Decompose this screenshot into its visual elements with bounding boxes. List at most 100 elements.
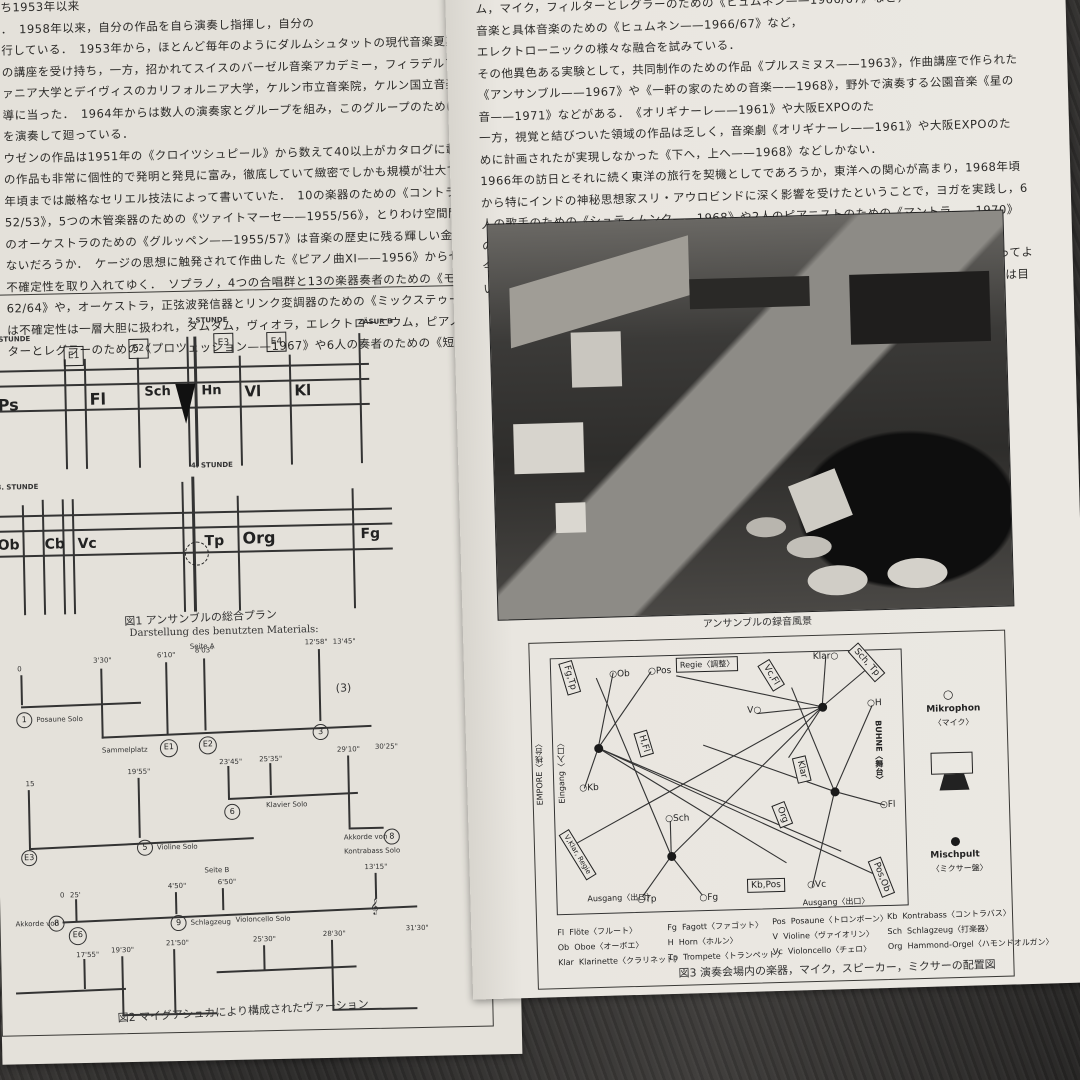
time-label: 6'50" <box>217 877 237 887</box>
speaker-icon <box>930 751 974 775</box>
time-label: 13'15" <box>364 862 388 872</box>
speaker-cone-icon <box>939 773 970 791</box>
time-label: 12'58" <box>304 637 328 647</box>
instrument-label: Sch <box>144 384 171 400</box>
mic-vc: ○Vc <box>806 879 827 891</box>
instrument-label: Org <box>242 527 276 548</box>
time-label: 29'10" <box>336 745 361 754</box>
section-label: STUNDE <box>0 335 31 344</box>
event-marker: 6 <box>224 803 241 821</box>
time-label: 30'25" <box>374 742 398 751</box>
event-marker: E2 <box>198 736 218 755</box>
section-label: 2.STUNDE <box>187 315 228 325</box>
time-label: 13'45" <box>332 637 356 646</box>
mic-h: ○H <box>866 698 882 709</box>
left-page: ち1953年以来 ． 1958年以来，自分の作品を自ら演奏し指揮し，自分の 行し… <box>0 0 523 1065</box>
material-note: Sammelplatz <box>101 745 148 755</box>
mic-sch: ○Sch <box>665 813 690 825</box>
mic-pos: ○Pos <box>647 665 672 677</box>
time-label: 17'55" <box>76 950 100 960</box>
mic-key-label-jp: 〈マイク〉 <box>933 717 974 728</box>
material-note: Klavier Solo <box>266 800 308 810</box>
instrument-label: Fg <box>360 525 381 543</box>
material-note: Kontrabass Solo <box>344 846 401 856</box>
mic-fl: ○Fl <box>879 799 896 811</box>
figure-1-score: STUNDE 2.STUNDE ZÄSUR B Ps Fl Sch Hn Vl … <box>0 306 464 616</box>
time-label: 25'35" <box>259 754 283 764</box>
exit-label: Ausgang〈出口〉 <box>587 892 655 904</box>
section-label: ZÄSUR B <box>357 317 393 327</box>
instrument-label: Fl <box>89 389 107 409</box>
event-marker: 5 <box>136 839 154 856</box>
mic-v: V○ <box>747 705 762 716</box>
ensemble-recording-photo <box>486 209 1015 621</box>
material-note: Violine Solo <box>156 842 198 852</box>
speaker-label: Regie〈調整〉 <box>675 656 739 673</box>
event-marker: E1 <box>63 345 84 367</box>
right-page: ム，マイク，フィルターとレグラーのための《ヒュムネン——1966/67》など， … <box>445 0 1080 1000</box>
stage-label: BUHNE〈舞台〉 <box>873 720 885 784</box>
instrument-label: Kl <box>294 381 312 400</box>
time-label: 0 <box>17 665 22 674</box>
section-label: 4. STUNDE <box>190 460 234 470</box>
speaker-label: Kb,Pos <box>746 877 786 893</box>
material-note: Schlagzeug <box>190 917 231 927</box>
event-marker: E1 <box>159 739 179 758</box>
time-label: 4'50" <box>167 881 187 891</box>
figure-2-timeline: Darstellung des benutzten Materials: Sei… <box>0 621 472 1021</box>
mic-ob: ○Ob <box>609 669 630 680</box>
side-label: Seite B <box>204 865 230 875</box>
instrument-label: Vl <box>244 382 262 401</box>
figure-3-frame: Fg,Tp Regie〈調整〉 Vc,Fl Sch, Tp H,Fl Klar … <box>528 629 1054 990</box>
event-marker: 8 <box>48 915 65 932</box>
legend-column: Fg Fagott〈ファゴット〉 H Horn〈ホルン〉 Tp Trompete… <box>667 920 785 963</box>
mixer-key-icon <box>950 836 961 847</box>
exit-label: Ausgang〈出口〉 <box>802 896 870 908</box>
instrument-label: Ps <box>0 395 19 415</box>
instrument-label: Ob <box>0 537 20 554</box>
connection-lines <box>575 656 888 898</box>
legend-column: Pos Posaune〈トロンボーン〉 V Violine〈ヴァイオリン〉 Vc… <box>772 913 889 957</box>
event-marker: E4 <box>266 331 287 353</box>
figure-3-key: ○ Mikrophon 〈マイク〉 Mischpult 〈ミクサー盤〉 <box>920 651 1006 883</box>
material-note: Akkorde von <box>343 832 388 842</box>
treble-clef-icon: 𝄞 <box>370 898 379 916</box>
material-note: Posaune Solo <box>36 715 83 724</box>
event-marker: (3) <box>335 681 352 695</box>
mic-fg: ○Fg <box>699 892 719 904</box>
time-label: 21'50" <box>165 938 190 948</box>
entrance-label: Eingang〈入口〉 <box>555 738 567 804</box>
time-label: 15 <box>25 780 35 789</box>
time-label: 6'10" <box>156 651 176 660</box>
time-label: 28'30" <box>322 929 346 939</box>
event-marker: 3 <box>312 723 329 741</box>
material-note: Violoncello Solo <box>235 914 291 924</box>
stage-layout-diagram: Fg,Tp Regie〈調整〉 Vc,Fl Sch, Tp H,Fl Klar … <box>534 642 909 916</box>
event-marker: E3 <box>21 849 38 867</box>
mic-key-label: Mikrophon <box>926 703 981 715</box>
legend-column: Fl Flöte〈フルート〉 Ob Oboe〈オーボエ〉 Klar Klarin… <box>557 926 683 968</box>
photo-caption: アンサンブルの録音風景 <box>702 615 813 631</box>
time-label: 19'30" <box>111 945 135 955</box>
instrument-label: Vc <box>77 535 97 553</box>
event-marker: 8 <box>383 828 400 845</box>
mic-klar: Klar○ <box>812 651 839 662</box>
time-label: 0 <box>59 891 65 900</box>
event-marker: E6 <box>68 926 88 946</box>
time-label: 25'30" <box>252 935 276 944</box>
event-marker: E2 <box>128 338 149 359</box>
mic-kb: ○Kb <box>579 783 599 794</box>
mixer-key-label-jp: 〈ミクサー盤〉 <box>931 863 988 874</box>
time-label: 25' <box>69 891 81 900</box>
microphone-icon: ○ <box>942 687 954 702</box>
gallery-label: EMPORE〈桟台〉 <box>533 739 545 806</box>
section-label: 3. STUNDE <box>0 482 39 492</box>
instrument-label: Cb <box>44 536 66 553</box>
figure-1-2-frame: STUNDE 2.STUNDE ZÄSUR B Ps Fl Sch Hn Vl … <box>0 284 494 1037</box>
mixer-key-label: Mischpult <box>930 849 980 861</box>
time-label: 23'45" <box>219 757 243 767</box>
event-marker: E3 <box>213 332 234 354</box>
time-label: 8'03" <box>194 646 214 655</box>
time-label: 19'55" <box>127 767 151 777</box>
instrument-label: Hn <box>201 383 222 399</box>
